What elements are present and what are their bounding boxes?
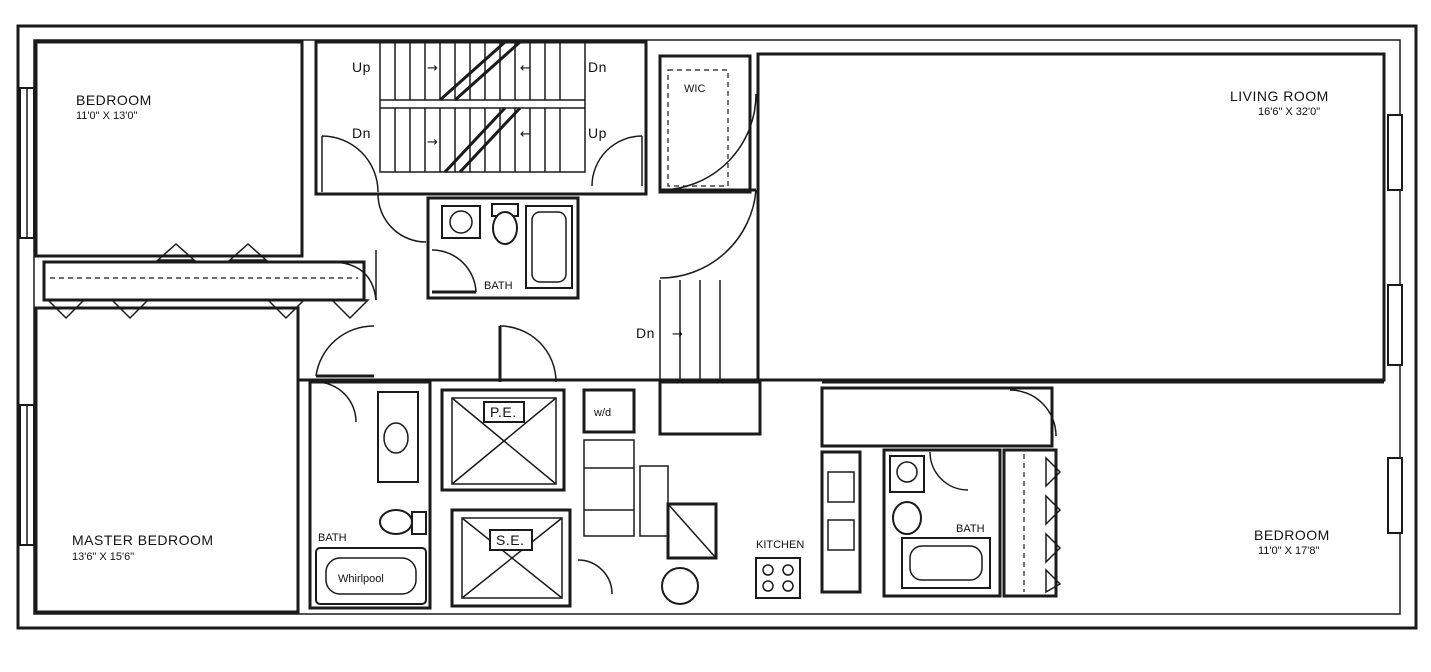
bath-east: BATH [820,380,1384,598]
bath-center-label: BATH [484,280,513,292]
living-room-dims: 16'6" X 32'0" [1258,106,1320,118]
arrow-left-icon: ← [520,61,531,76]
arrow-right-icon: → [427,61,438,76]
stair-treads [394,42,561,172]
windows-east [1387,114,1403,534]
bedroom-se-dims: 11'0" X 17'8" [1258,545,1319,557]
bedroom-nw-walls [34,40,304,258]
stair-dn-hall-label: Dn [636,325,655,341]
walk-in-closet: WIC [658,54,752,194]
bedroom-se: BEDROOM 11'0" X 17'8" [1002,448,1330,598]
service-elevator-label: S.E. [496,532,524,548]
bedroom-nw-name: BEDROOM [76,92,152,108]
bath-center: BATH [426,196,580,300]
bedroom-nw-dims: 11'0" X 13'0" [76,110,137,122]
passenger-elevator: P.E. [440,325,566,492]
bath-master: BATH Whirlpool [298,378,760,610]
kitchen: KITCHEN [666,450,862,599]
corridor-stair-dn: Dn → [636,280,721,380]
arrow-right-icon: → [672,327,683,342]
living-room-walls: LIVING ROOM 16'6" X 32'0" [756,52,1386,382]
stair-dn-right-label: Dn [588,59,607,75]
whirlpool-label: Whirlpool [338,573,384,585]
master-bedroom-walls [34,306,300,614]
arrow-right-icon: → [427,135,438,150]
stair-core [314,40,648,196]
closet-strip [42,242,377,320]
bedroom-se-name: BEDROOM [1254,527,1330,543]
living-room-name: LIVING ROOM [1230,88,1329,104]
arrow-left-icon: ← [520,127,531,142]
windows-west [19,87,35,546]
bath-master-label: BATH [318,532,347,544]
bath-east-label: BATH [956,523,985,535]
utility-area: w/d [577,380,762,605]
stair-up-left-label: Up [352,59,371,75]
bedroom-nw-labels: BEDROOM 11'0" X 13'0" [76,92,152,122]
master-bedroom-name: MASTER BEDROOM [72,532,214,548]
master-bedroom-dims: 13'6" X 15'6" [72,551,134,563]
stair-labels: Up → Dn → Dn ← Up ← [352,59,607,150]
master-bedroom-door [315,325,375,378]
kitchen-label: KITCHEN [756,539,804,551]
stair-up-right-label: Up [588,125,607,141]
passenger-elevator-label: P.E. [490,404,517,420]
stair-dn-left-label: Dn [352,125,371,141]
master-bedroom-labels: MASTER BEDROOM 13'6" X 15'6" [72,532,214,563]
wic-label: WIC [684,83,705,95]
service-elevator: S.E. [450,508,572,608]
washer-dryer-label: w/d [593,407,611,419]
hall-doors [375,93,757,300]
